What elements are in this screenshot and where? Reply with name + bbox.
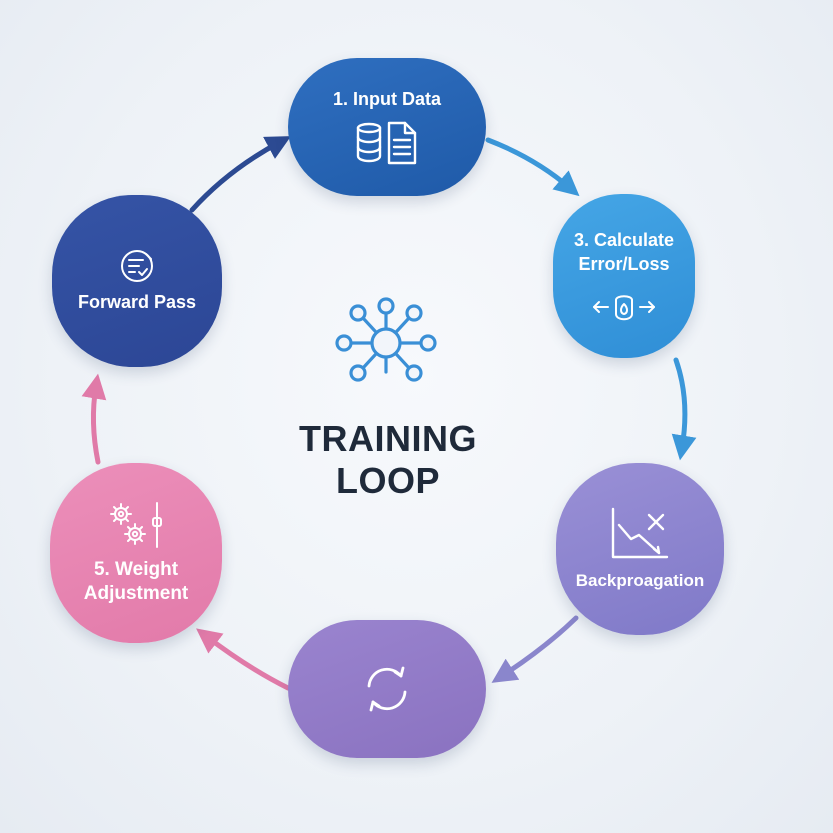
- gears-slider-icon: [110, 502, 162, 548]
- arrow-weight-to-forward: [81, 373, 107, 465]
- descending-chart-x-icon: [611, 507, 669, 559]
- checklist-icon: [121, 250, 153, 282]
- network-node-icon: [335, 297, 437, 382]
- center-title: TRAINING LOOP: [238, 418, 538, 502]
- arrow-update-to-weight: [196, 628, 291, 691]
- center-title-line1: TRAINING: [299, 418, 477, 459]
- refresh-cycle-icon: [367, 666, 407, 712]
- node-backpropagation-label: Backproagation: [575, 571, 705, 590]
- arrow-forward-to-input: [189, 136, 292, 213]
- node-forward-pass: Forward Pass: [52, 195, 222, 367]
- node-backpropagation: Backproagation: [556, 463, 724, 635]
- node-weight-adjustment: 5. Weight Adjustment: [50, 463, 222, 643]
- node-forward-pass-label: Forward Pass: [77, 292, 197, 312]
- node-input-data-label: 1. Input Data: [332, 89, 441, 109]
- arrow-calc-to-back: [671, 357, 697, 461]
- node-calculate-loss-label: 3. Calculate Error/Loss: [573, 230, 675, 274]
- node-calculate-loss: 3. Calculate Error/Loss: [553, 194, 695, 358]
- center-title-line2: LOOP: [335, 460, 440, 501]
- database-document-icon: [356, 121, 417, 165]
- arrow-back-to-update: [491, 615, 579, 683]
- node-weight-adjustment-label: 5. Weight Adjustment: [83, 559, 189, 604]
- arrow-input-to-calc: [485, 137, 580, 197]
- node-input-data: 1. Input Data: [288, 58, 486, 196]
- node-update-cycle: [288, 620, 486, 758]
- loss-balance-icon: [593, 295, 655, 321]
